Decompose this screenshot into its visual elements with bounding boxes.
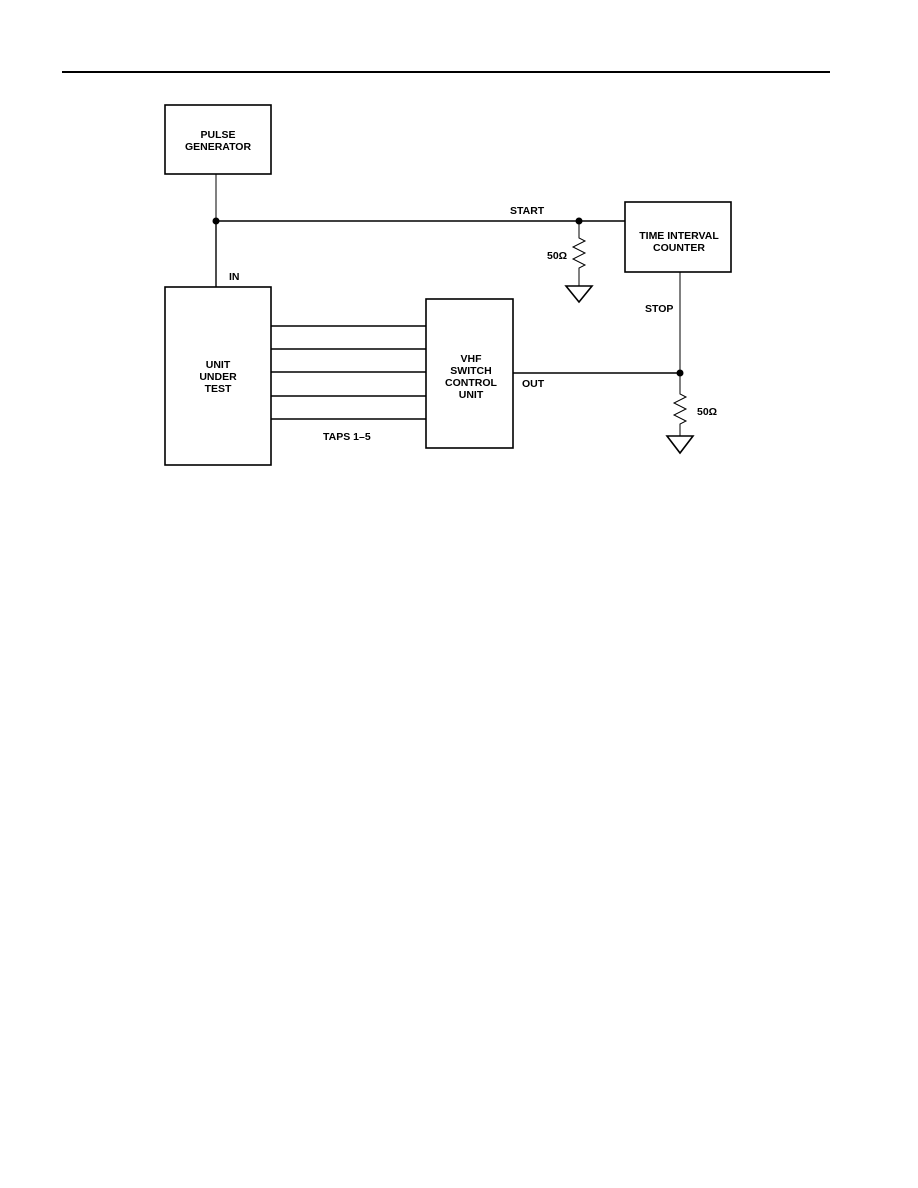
ground-icon <box>665 435 695 455</box>
stop-load-resistor-value: 50Ω <box>697 406 717 418</box>
start-load-resistor: 50Ω <box>547 221 587 286</box>
uut-label-line3: TEST <box>205 383 232 395</box>
vhf-label-line2: SWITCH <box>450 365 491 377</box>
stop-load-resistor: 50Ω <box>672 373 717 436</box>
start-load-resistor-value: 50Ω <box>547 250 567 262</box>
uut-label-line2: UNDER <box>199 371 237 383</box>
vhf-label-line4: UNIT <box>459 389 484 401</box>
time-interval-counter-block: TIME INTERVAL COUNTER <box>624 201 732 273</box>
unit-under-test-block: UNIT UNDER TEST <box>164 286 272 466</box>
time-interval-counter-label-line1: TIME INTERVAL <box>639 230 719 242</box>
vhf-switch-control-unit-block: VHF SWITCH CONTROL UNIT <box>425 298 514 449</box>
in-label: IN <box>229 271 240 283</box>
taps-label: TAPS 1–5 <box>323 431 371 443</box>
pulse-generator-label-line2: GENERATOR <box>185 141 252 153</box>
stop-label: STOP <box>645 303 673 315</box>
pulse-generator-block: PULSE GENERATOR <box>164 104 272 175</box>
pulse-generator-label-line1: PULSE <box>200 129 235 141</box>
vhf-label-line1: VHF <box>461 353 483 365</box>
vhf-label-line3: CONTROL <box>445 377 497 389</box>
tap-lines <box>271 325 426 420</box>
uut-label-line1: UNIT <box>206 359 231 371</box>
time-interval-counter-label-line2: COUNTER <box>653 242 705 254</box>
out-label: OUT <box>522 378 545 390</box>
ground-icon <box>564 285 594 304</box>
start-label: START <box>510 205 545 217</box>
